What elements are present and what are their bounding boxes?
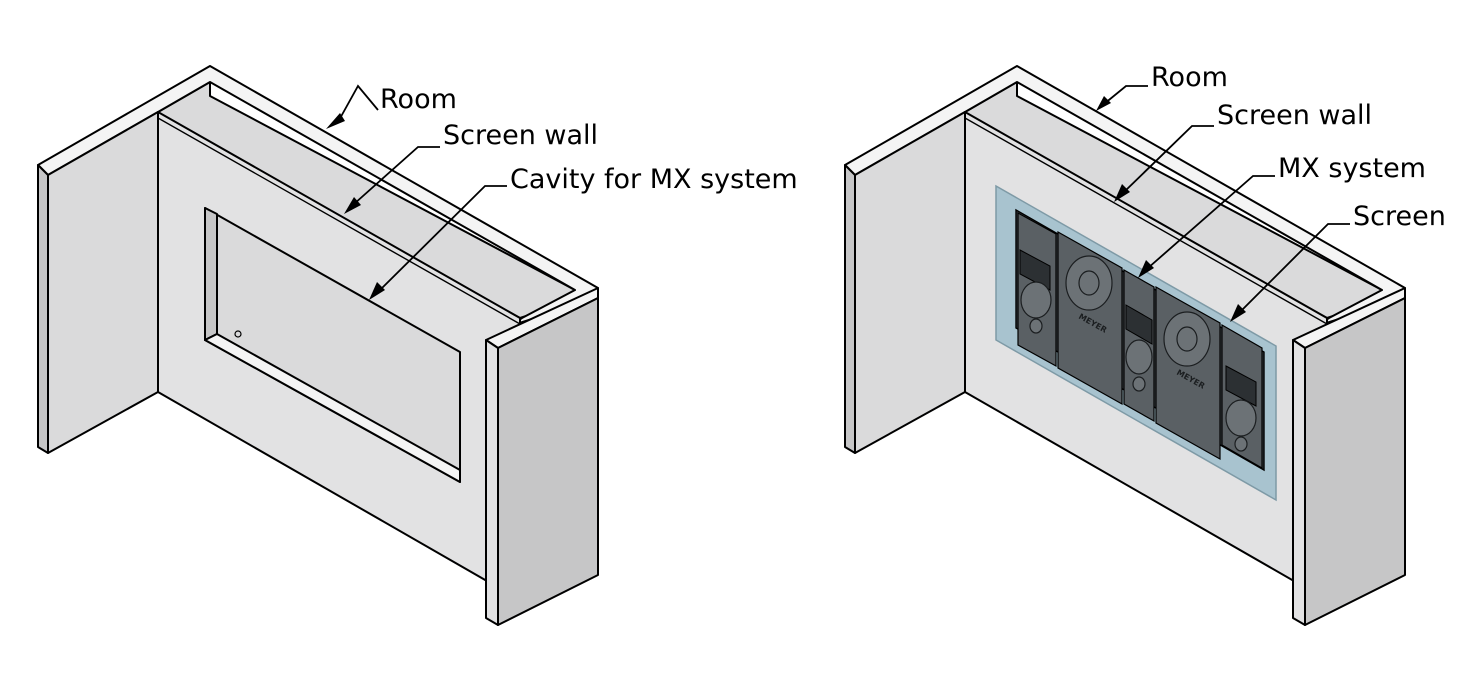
left-room-arrow bbox=[326, 113, 345, 129]
right-label-screen: Screen bbox=[1353, 201, 1446, 232]
right-room-arrow bbox=[1096, 96, 1111, 111]
left-cavity-inner-side bbox=[204, 207, 218, 341]
left-cavity-arrow bbox=[369, 282, 385, 300]
port-left bbox=[1029, 318, 1043, 334]
horn-center bbox=[1125, 304, 1153, 345]
woofer-center-mh bbox=[1125, 339, 1153, 375]
left-cavity-floor bbox=[204, 333, 461, 483]
left-right-wall-face bbox=[497, 297, 599, 626]
subwoofer-left-dust-cap bbox=[1078, 270, 1100, 296]
left-screen-wall-leader bbox=[353, 146, 440, 205]
right-mx-system-leader bbox=[1147, 175, 1275, 269]
left-label-room: Room bbox=[380, 84, 457, 115]
left-label-cavity: Cavity for MX system bbox=[510, 164, 798, 195]
subwoofer-right-dust-cap bbox=[1176, 326, 1198, 352]
port-right bbox=[1234, 436, 1248, 452]
mx-system: MEYER MEYER bbox=[1015, 208, 1265, 472]
woofer-right-mh bbox=[1225, 399, 1257, 437]
right-screen-wall-arrow bbox=[1114, 184, 1130, 202]
left-cavity-leader bbox=[379, 185, 507, 291]
left-screen-wall-top-edge bbox=[157, 117, 521, 325]
left-callouts: Room Screen wall Cavity for MX system bbox=[326, 84, 798, 300]
right-screen-arrow bbox=[1230, 304, 1246, 322]
right-callouts: Room Screen wall MX system Screen bbox=[1096, 62, 1446, 322]
woofer-left-mh bbox=[1020, 281, 1052, 319]
right-screen-wall-leader bbox=[1123, 125, 1214, 193]
left-cavity-screw-hole bbox=[234, 330, 242, 338]
right-side-wall-left bbox=[844, 164, 856, 454]
right-right-wall-edge bbox=[1292, 339, 1306, 626]
right-right-wall-face bbox=[1304, 297, 1406, 626]
horn-right bbox=[1225, 365, 1257, 407]
right-room-leader bbox=[1103, 85, 1148, 105]
right-mx-system-arrow bbox=[1138, 260, 1154, 278]
right-screen-leader bbox=[1239, 223, 1350, 313]
right-label-room: Room bbox=[1151, 62, 1228, 93]
port-center bbox=[1132, 376, 1146, 392]
left-right-wall-edge bbox=[485, 339, 499, 626]
right-screen-wall-top-edge bbox=[964, 117, 1328, 325]
right-room-figure: MEYER MEYER bbox=[844, 65, 1406, 626]
left-screen-wall-arrow bbox=[344, 197, 361, 214]
left-room-figure bbox=[37, 65, 599, 626]
horn-left bbox=[1019, 249, 1051, 291]
right-label-screen-wall: Screen wall bbox=[1217, 100, 1372, 131]
left-room-leader bbox=[337, 84, 379, 123]
left-side-wall-left bbox=[37, 164, 49, 454]
left-label-screen-wall: Screen wall bbox=[443, 120, 598, 151]
right-label-mx-system: MX system bbox=[1278, 153, 1426, 184]
